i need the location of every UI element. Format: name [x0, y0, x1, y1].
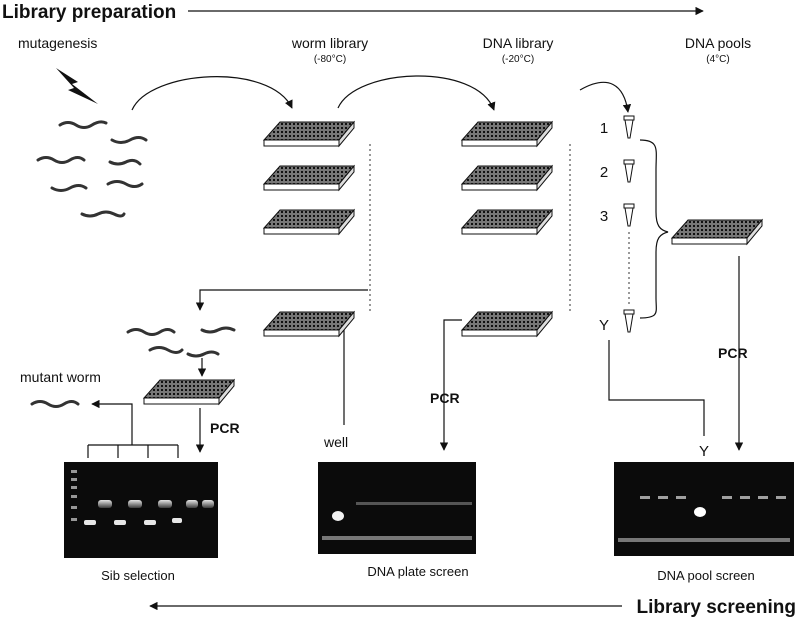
dna-plate-screen-gel	[318, 462, 476, 554]
pool-number-2: 2	[600, 164, 608, 181]
plate-pcr-arrow	[439, 319, 462, 451]
mutant-worm-icon	[30, 400, 80, 408]
worm-library-plates	[263, 121, 371, 337]
well-label: well	[323, 434, 348, 450]
mutant-worm-label: mutant worm	[20, 369, 101, 385]
pool-number-1: 1	[600, 120, 608, 137]
worm-library-temp: (-80°C)	[314, 54, 346, 65]
dna-library-temp: (-20°C)	[502, 54, 534, 65]
library-screening-title: Library screening	[637, 597, 796, 618]
y-lane-line	[608, 340, 705, 436]
sib-selection-gel	[64, 462, 218, 558]
pools-brace	[639, 139, 669, 319]
plate-pcr-label: PCR	[430, 390, 460, 406]
dna-pools-temp: (4°C)	[706, 54, 729, 65]
sib-selection-caption: Sib selection	[101, 568, 175, 583]
mutant-worm-arrow	[91, 399, 133, 445]
dna-library-label: DNA library	[483, 35, 554, 51]
dna-pools-label: DNA pools	[685, 35, 751, 51]
pool-pcr-label: PCR	[718, 345, 748, 361]
library-preparation-title: Library preparation	[2, 2, 176, 23]
recovered-worms	[126, 326, 236, 377]
lightning-icon	[56, 68, 98, 104]
worm-to-dna-library-arrow	[337, 75, 496, 111]
dna-pool-screen-caption: DNA pool screen	[657, 568, 755, 583]
mutagenized-worms	[36, 120, 148, 218]
dna-pool-tubes	[623, 115, 635, 333]
sib-selection-plate	[143, 379, 235, 405]
dna-pool-plate	[671, 219, 763, 245]
dna-pool-screen-gel	[614, 462, 794, 556]
sib-pcr-label: PCR	[210, 420, 240, 436]
dna-plate-screen-caption: DNA plate screen	[367, 564, 468, 579]
dna-library-to-pools-arrow	[579, 81, 632, 113]
worm-library-to-sib-arrow	[195, 289, 368, 311]
mutagenesis-to-worm-library-arrow	[131, 76, 293, 111]
pool-number-y: Y	[599, 317, 609, 334]
worm-library-label: worm library	[291, 35, 368, 51]
pool-gel-y-label: Y	[699, 443, 709, 460]
mutagenesis-label: mutagenesis	[18, 35, 97, 51]
pool-number-3: 3	[600, 208, 608, 225]
sib-lane-bracket	[87, 444, 179, 458]
dna-library-plates	[461, 121, 571, 337]
